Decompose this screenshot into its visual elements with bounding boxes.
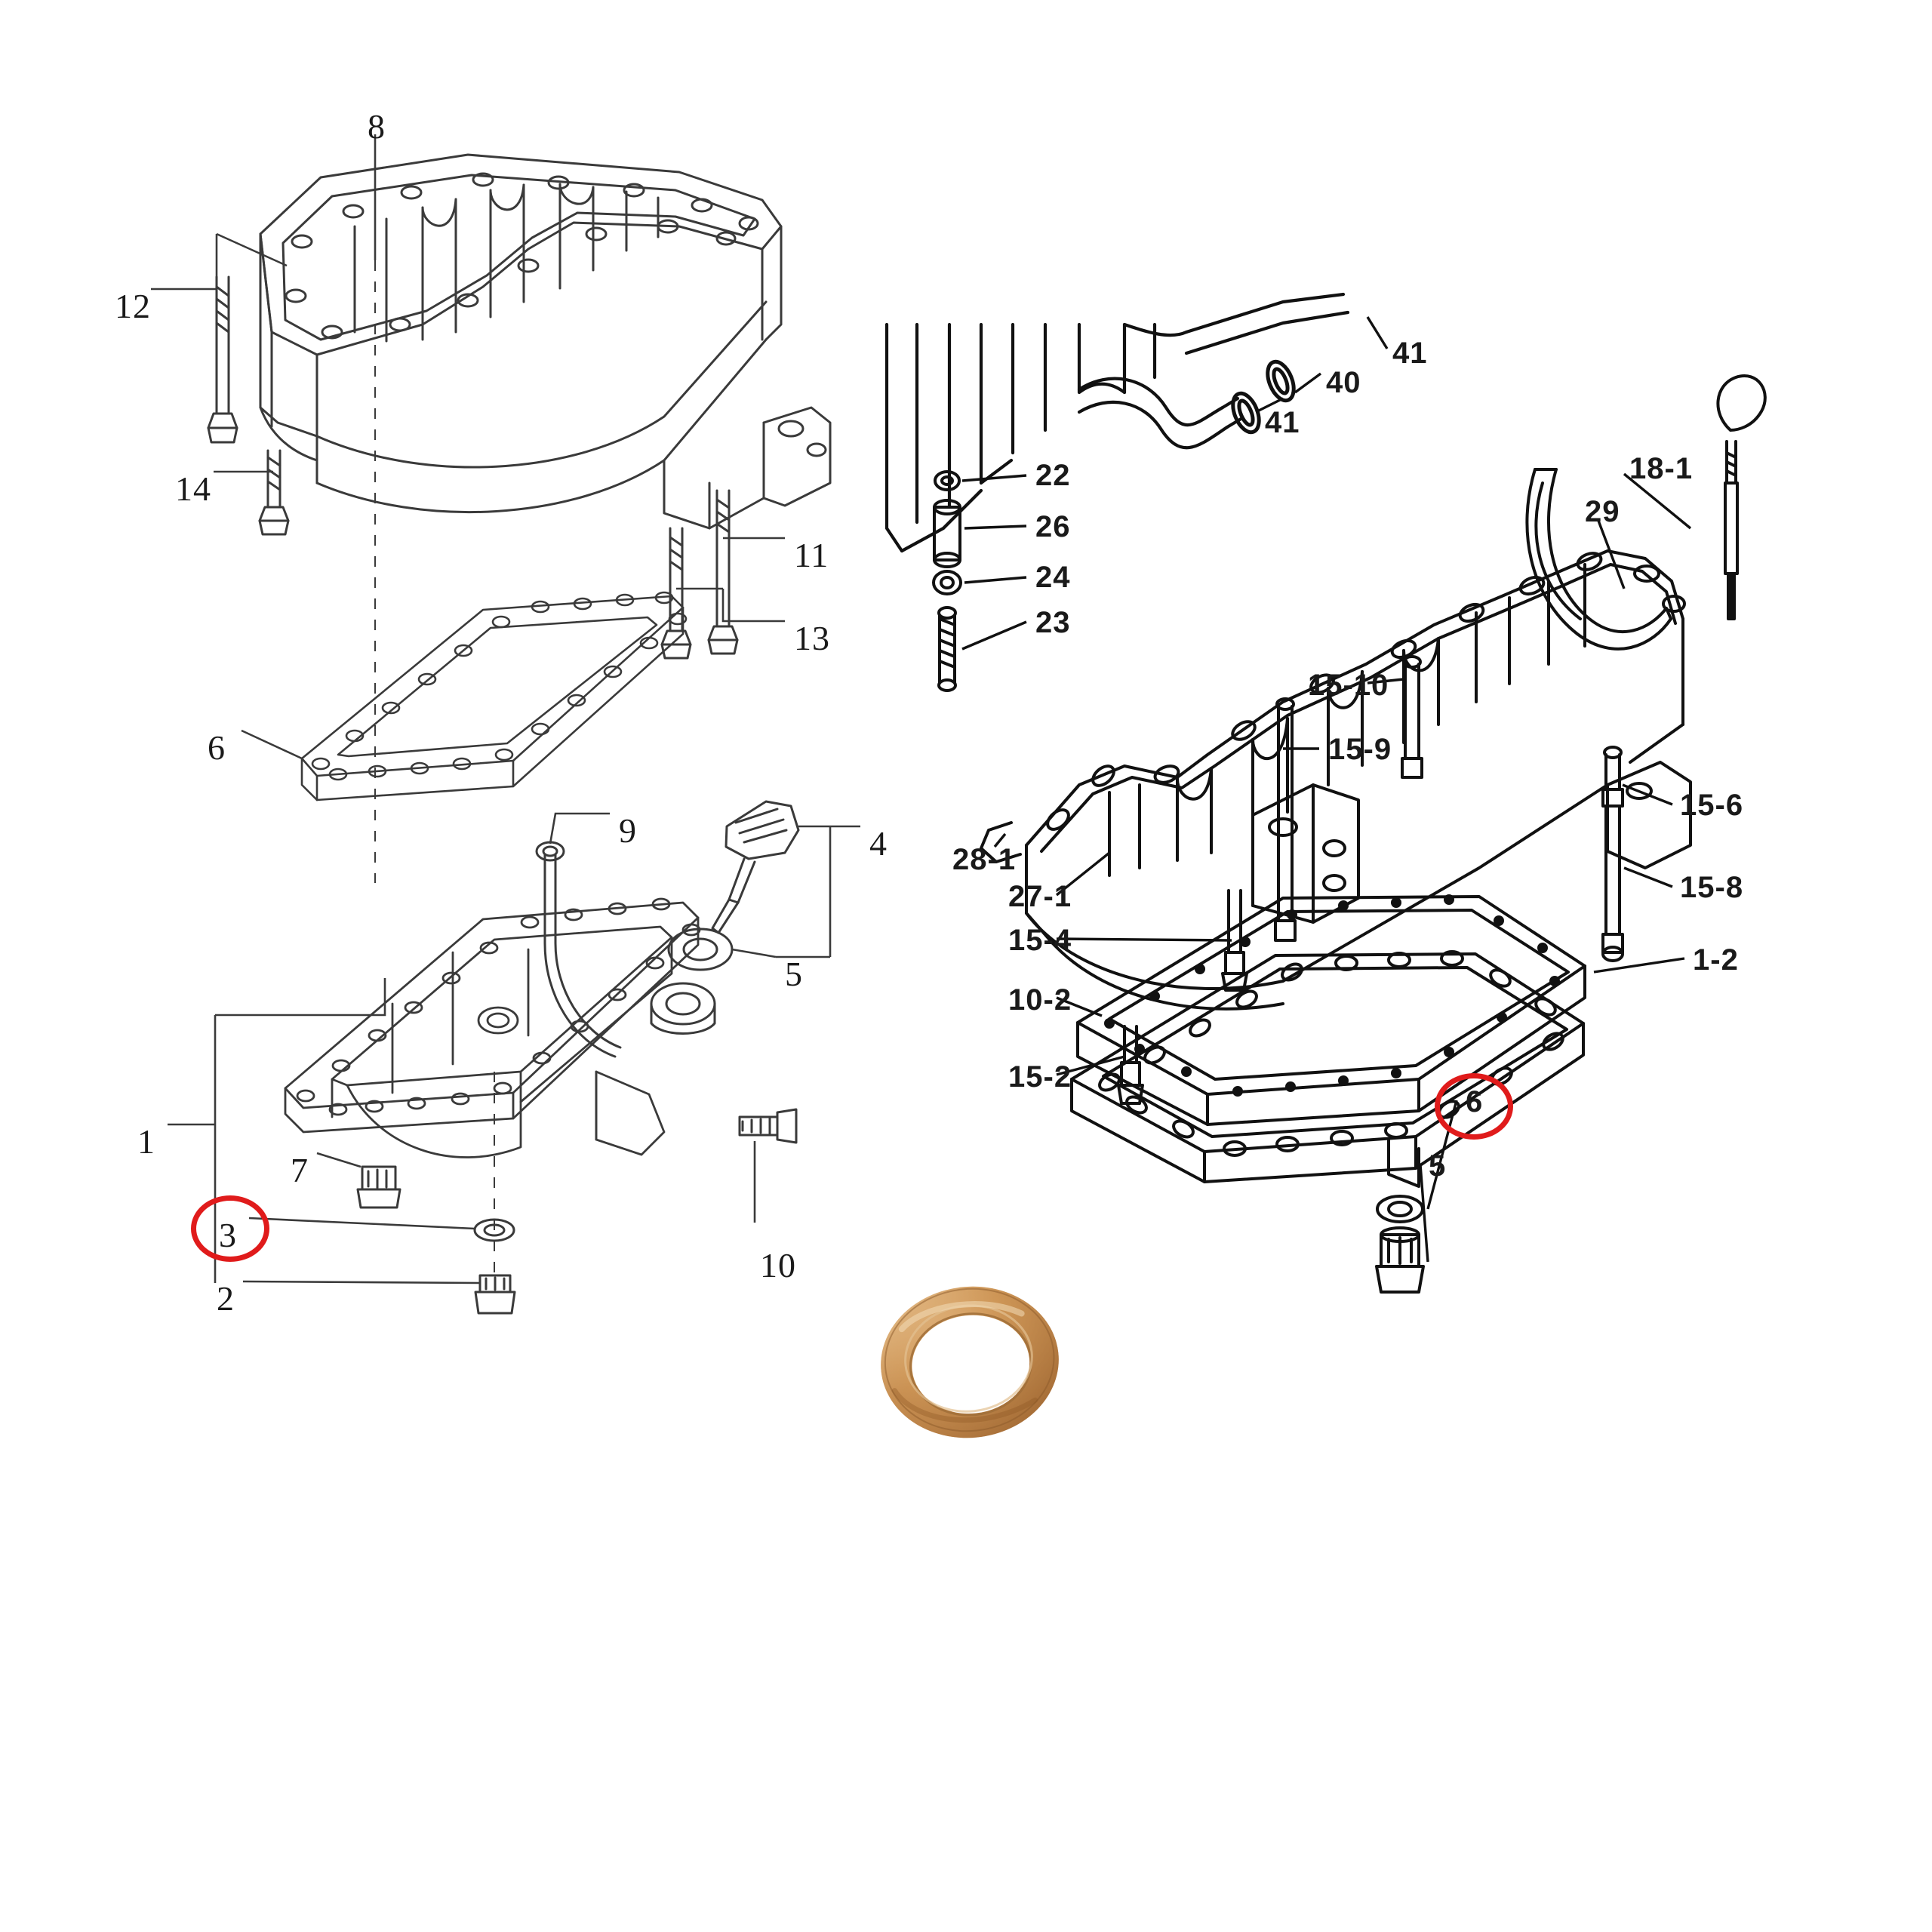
callout-11: 11 — [794, 536, 829, 574]
dipstick-seat — [650, 982, 716, 1035]
callout-9: 9 — [619, 811, 637, 850]
callout-41-a: 41 — [1392, 337, 1428, 370]
right-lower-pan-1-2 — [1070, 950, 1585, 1188]
lower-oil-pan — [284, 897, 701, 1158]
callout-15-10: 15-10 — [1308, 669, 1389, 702]
callout-15-6: 15-6 — [1680, 789, 1744, 822]
breather-hose-40 — [1077, 292, 1350, 450]
callout-15-8: 15-8 — [1680, 871, 1744, 904]
left-leader-lines — [151, 134, 860, 1284]
callout-2: 2 — [217, 1279, 235, 1318]
callout-29: 29 — [1585, 495, 1620, 528]
copper-crush-washer-photo — [881, 1286, 1059, 1438]
part-26-spacer — [933, 499, 961, 568]
right-lower-gasket — [1076, 894, 1586, 1126]
bolt-14 — [258, 449, 290, 536]
callout-18-1: 18-1 — [1629, 452, 1694, 485]
bolt-15-6 — [1601, 746, 1624, 808]
callout-15-4: 15-4 — [1008, 924, 1072, 957]
bolt-15-2 — [1117, 1025, 1144, 1105]
callout-12: 12 — [115, 287, 151, 325]
right-drain-plug-5 — [1375, 1226, 1425, 1294]
callout-10: 10 — [760, 1246, 796, 1284]
callout-right-5: 5 — [1429, 1149, 1447, 1183]
callout-22: 22 — [1035, 459, 1071, 492]
callout-6: 6 — [208, 728, 226, 767]
part-23-stud — [937, 606, 957, 692]
drain-plug-7 — [356, 1165, 401, 1209]
callout-1-2: 1-2 — [1693, 943, 1739, 977]
callout-right-6: 6 — [1466, 1085, 1484, 1118]
bolt-10 — [738, 1108, 798, 1144]
callout-14: 14 — [175, 469, 211, 508]
callout-15-2: 15-2 — [1008, 1060, 1072, 1094]
callout-4: 4 — [869, 824, 888, 863]
dipstick-18-1 — [1716, 374, 1767, 620]
hose-clamp-41-b — [1266, 359, 1296, 403]
callout-26: 26 — [1035, 510, 1071, 543]
bolt-15-9 — [1274, 697, 1297, 942]
block-fragment — [884, 322, 1157, 553]
upper-oil-pan — [259, 153, 832, 530]
drain-plug-2 — [474, 1274, 516, 1315]
bolt-12 — [207, 275, 238, 444]
callout-1: 1 — [137, 1122, 155, 1161]
callout-41-b: 41 — [1265, 406, 1300, 439]
callout-10-2: 10-2 — [1008, 983, 1072, 1017]
callout-7: 7 — [291, 1151, 309, 1189]
rear-seal-29 — [1525, 468, 1672, 651]
bolt-15-10 — [1401, 655, 1423, 779]
part-22-washer — [934, 470, 961, 491]
callout-28-1: 28-1 — [952, 843, 1017, 876]
bolt-15-8 — [1601, 806, 1624, 962]
callout-3: 3 — [219, 1216, 237, 1254]
hose-clamp-41-a — [1231, 391, 1261, 435]
bolt-15-4 — [1221, 889, 1248, 992]
callout-23: 23 — [1035, 606, 1071, 639]
callout-24: 24 — [1035, 561, 1071, 594]
callout-13: 13 — [794, 619, 830, 657]
callout-15-9: 15-9 — [1328, 733, 1392, 766]
oil-pan-gasket — [300, 591, 688, 801]
callout-40: 40 — [1326, 366, 1361, 399]
bolt-11 — [707, 489, 739, 655]
right-leader-lines — [961, 316, 1692, 1263]
callout-5: 5 — [785, 955, 803, 993]
callout-27-1: 27-1 — [1008, 880, 1072, 913]
part-24-nut — [932, 570, 962, 595]
callout-8: 8 — [368, 107, 386, 146]
right-washer-6 — [1376, 1195, 1424, 1223]
